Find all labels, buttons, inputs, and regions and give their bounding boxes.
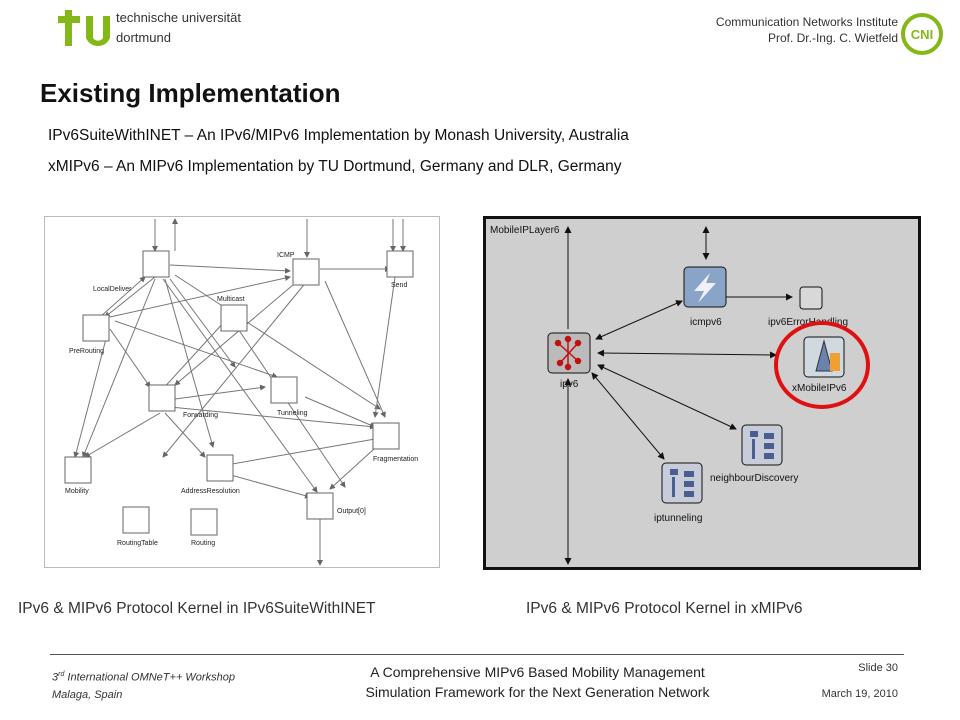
highlight-circle	[774, 321, 870, 409]
institute-info: Communication Networks Institute Prof. D…	[578, 14, 898, 46]
svg-text:xMobileIPv6: xMobileIPv6	[792, 383, 847, 394]
svg-text:RoutingTable: RoutingTable	[117, 540, 158, 547]
module-name-label: MobileIPLayer6	[490, 225, 560, 236]
slide-title: Existing Implementation	[40, 78, 341, 108]
presentation-title-line-1: A Comprehensive MIPv6 Based Mobility Man…	[370, 664, 705, 680]
svg-text:Multicast: Multicast	[217, 296, 245, 303]
presentation-date: March 19, 2010	[821, 688, 898, 700]
tu-logo-icon	[58, 10, 110, 46]
svg-text:LocalDeliver: LocalDeliver	[93, 286, 132, 293]
svg-text:AddressResolution: AddressResolution	[181, 488, 240, 495]
svg-text:Tunneling: Tunneling	[277, 410, 308, 417]
workshop-name: International OMNeT++ Workshop	[64, 671, 235, 684]
university-name: technische universität dortmund	[116, 8, 241, 48]
svg-text:Mobility: Mobility	[65, 488, 89, 495]
svg-text:Output[0]: Output[0]	[337, 508, 366, 515]
svg-text:CNI: CNI	[911, 27, 933, 42]
svg-text:ICMP: ICMP	[277, 252, 295, 259]
caption-ipv6suite: IPv6 & MIPv6 Protocol Kernel in IPv6Suit…	[18, 600, 376, 617]
cni-logo-icon: CNI	[901, 13, 943, 55]
slide-number: Slide 30	[858, 662, 898, 674]
svg-text:Routing: Routing	[191, 540, 215, 547]
xmipv6-kernel-diagram: MobileIPLayer6 icmpv6 ipv6ErrorHandling	[483, 216, 921, 570]
university-line-1: technische universität	[116, 10, 242, 25]
xmipv6-diagram-canvas: MobileIPLayer6 icmpv6 ipv6ErrorHandling	[486, 219, 918, 567]
svg-text:Fragmentation: Fragmentation	[373, 456, 418, 463]
bullet-ipv6suite: IPv6SuiteWithINET – An IPv6/MIPv6 Implem…	[48, 127, 629, 144]
ipv6suite-kernel-diagram: LocalDeliver ICMP Send Multicast PreRout…	[44, 216, 440, 568]
svg-text:iptunneling: iptunneling	[654, 513, 702, 524]
workshop-location: Malaga, Spain	[52, 688, 123, 701]
svg-text:Forwarding: Forwarding	[183, 412, 218, 419]
svg-text:PreRouting: PreRouting	[69, 348, 104, 355]
footer-divider	[50, 654, 904, 655]
svg-text:icmpv6: icmpv6	[690, 317, 722, 328]
caption-xmipv6: IPv6 & MIPv6 Protocol Kernel in xMIPv6	[526, 600, 803, 617]
professor-name: Prof. Dr.-Ing. C. Wietfeld	[767, 31, 898, 45]
svg-text:ipv6: ipv6	[560, 379, 579, 390]
institute-name: Communication Networks Institute	[715, 15, 898, 29]
svg-text:Send: Send	[391, 282, 407, 289]
bullet-xmipv6: xMIPv6 – An MIPv6 Implementation by TU D…	[48, 158, 622, 175]
university-line-2: dortmund	[116, 30, 171, 45]
workshop-info: 3rd International OMNeT++ Workshop Malag…	[52, 666, 235, 704]
workshop-ordinal-suffix: rd	[58, 671, 65, 678]
presentation-title: A Comprehensive MIPv6 Based Mobility Man…	[340, 662, 735, 702]
svg-text:neighbourDiscovery: neighbourDiscovery	[710, 473, 798, 484]
svg-text:ipv6ErrorHandling: ipv6ErrorHandling	[768, 317, 848, 328]
workshop-ordinal: 3	[52, 671, 59, 684]
presentation-title-line-2: Simulation Framework for the Next Genera…	[365, 684, 710, 700]
ipv6suite-diagram-canvas: LocalDeliver ICMP Send Multicast PreRout…	[64, 218, 418, 566]
